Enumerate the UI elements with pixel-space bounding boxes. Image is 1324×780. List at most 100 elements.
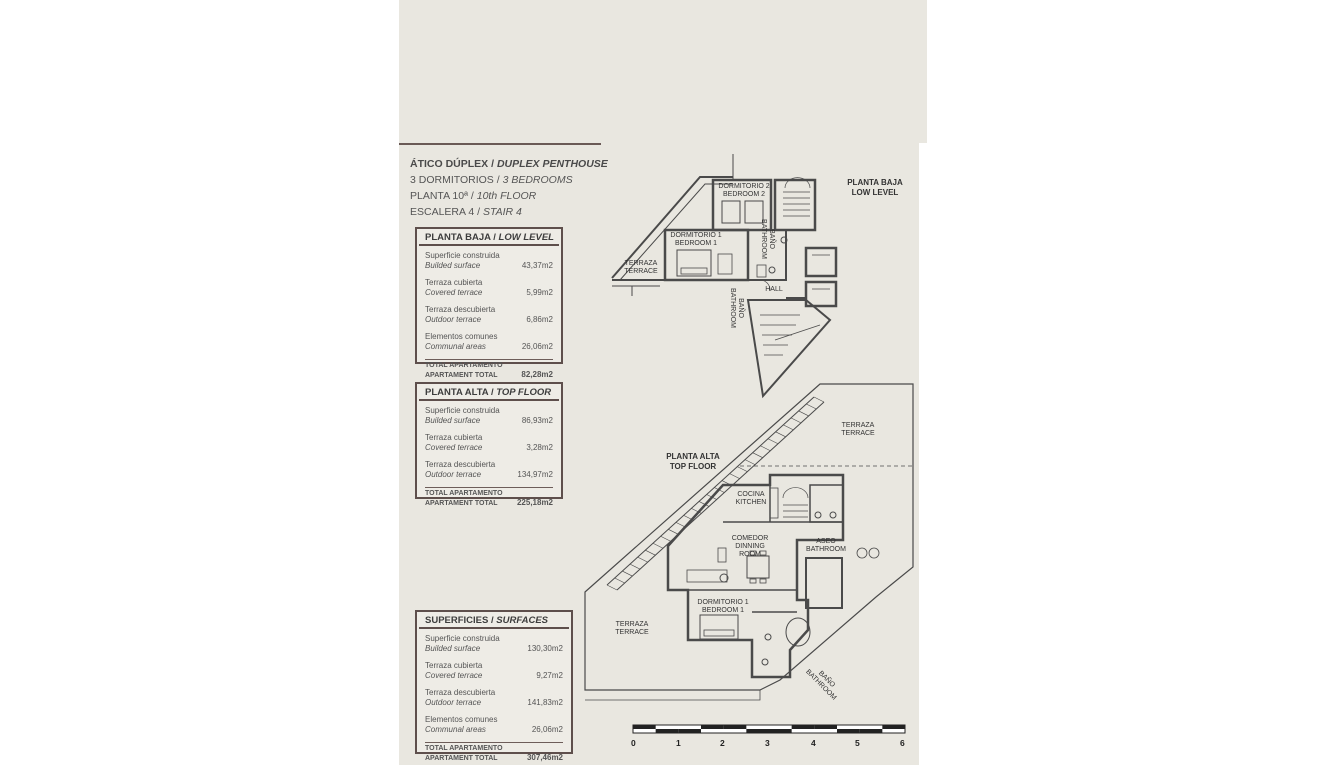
kitchen-en: KITCHEN bbox=[735, 499, 767, 506]
total-label-en: APARTAMENT TOTAL bbox=[425, 372, 498, 379]
top-stair bbox=[782, 487, 809, 518]
low-bedroom-1-label: DORMITORIO 1 BEDROOM 1 bbox=[666, 232, 726, 248]
scale-bar-segment bbox=[769, 729, 792, 733]
header-bedrooms-en: 3 BEDROOMS bbox=[502, 174, 573, 186]
low-level-row-covered: Terraza cubierta Covered terrace 5,99m2 bbox=[425, 278, 553, 300]
row-label-en: Communal areas bbox=[425, 725, 486, 734]
aseo-room bbox=[809, 484, 844, 523]
row-label-en: Communal areas bbox=[425, 342, 486, 351]
row-value: 86,93m2 bbox=[521, 416, 553, 425]
railing-hatch-mark bbox=[767, 438, 779, 445]
surfaces-row-communal: Elementos comunes Communal areas 26,06m2 bbox=[425, 715, 563, 737]
low-hall-label: HALL bbox=[763, 286, 785, 294]
top-floor-table-title: PLANTA ALTA / TOP FLOOR bbox=[419, 386, 559, 401]
railing-diagonal-inner bbox=[616, 401, 825, 591]
dining-room-label: COMEDOR DINNING ROOM bbox=[724, 535, 776, 559]
scale-bar-segment bbox=[633, 725, 656, 729]
low-plan-label-es: PLANTA BAJA bbox=[847, 178, 903, 187]
header-title: ÁTICO DÚPLEX / DUPLEX PENTHOUSE bbox=[410, 156, 608, 172]
railing-hatch-mark bbox=[606, 584, 618, 591]
railing-hatch-mark bbox=[798, 410, 809, 417]
row-label-en: Builded surface bbox=[425, 416, 481, 425]
scale-bar-segment bbox=[791, 725, 815, 729]
low-bathroom-sink bbox=[780, 236, 788, 244]
scale-tick-2: 2 bbox=[720, 738, 725, 748]
row-value: 26,06m2 bbox=[521, 342, 553, 351]
scale-bar-segment bbox=[701, 725, 724, 729]
railing-hatch-mark bbox=[744, 459, 756, 465]
railing-hatch-mark bbox=[645, 549, 656, 556]
low-bedroom-2-label: DORMITORIO 2 BEDROOM 2 bbox=[714, 183, 774, 199]
railing-hatch-mark bbox=[668, 529, 679, 535]
low-bedroom-1-en: BEDROOM 1 bbox=[674, 240, 717, 247]
low-bathroom-walls bbox=[747, 229, 787, 281]
scale-tick-0: 0 bbox=[631, 738, 636, 748]
terrace-table-b bbox=[868, 547, 880, 559]
row-label-en: Builded surface bbox=[425, 261, 481, 270]
low-level-surface-table: PLANTA BAJA / LOW LEVEL Superficie const… bbox=[415, 227, 563, 379]
surfaces-title-es: SUPERFICIES / bbox=[425, 615, 497, 626]
terrace-table-a bbox=[856, 547, 868, 559]
surfaces-table: SUPERFICIES / SURFACES Superficie constr… bbox=[415, 610, 573, 762]
row-label-es: Elementos comunes bbox=[425, 332, 498, 341]
row-value: 130,30m2 bbox=[527, 644, 563, 653]
row-label-es: Terraza descubierta bbox=[425, 460, 496, 469]
railing-diagonal-outer bbox=[606, 396, 815, 586]
lower-terrace-es: TERRAZA bbox=[615, 621, 649, 628]
top-floor-row-total: TOTAL APARTAMENTO APARTAMENT TOTAL 225,1… bbox=[425, 487, 553, 511]
row-value: 134,97m2 bbox=[517, 470, 553, 479]
railing-hatch-mark bbox=[660, 535, 671, 542]
low-stair-treads bbox=[783, 177, 811, 217]
row-label-en: Covered terrace bbox=[425, 443, 483, 452]
row-value: 43,37m2 bbox=[521, 261, 553, 270]
lift-shaft-2 bbox=[804, 280, 838, 308]
railing-hatch-mark bbox=[783, 424, 794, 431]
lower-stair-wedge bbox=[746, 299, 832, 399]
low-terrace-es: TERRAZA bbox=[624, 260, 658, 267]
surfaces-title-en: SURFACES bbox=[496, 615, 548, 626]
scale-bar-segment bbox=[814, 725, 837, 729]
top-bath-sink bbox=[764, 633, 772, 641]
low-level-row-total: TOTAL APARTAMENTO APARTAMENT TOTAL 82,28… bbox=[425, 359, 553, 383]
living-cabinet bbox=[717, 547, 727, 563]
aseo-en: BATHROOM bbox=[806, 546, 846, 553]
top-floor-row-covered: Terraza cubierta Covered terrace 3,28m2 bbox=[425, 433, 553, 455]
header-stair: ESCALERA 4 / STAIR 4 bbox=[410, 204, 608, 220]
scale-tick-6: 6 bbox=[900, 738, 905, 748]
top-floor-title-es: PLANTA ALTA / bbox=[425, 387, 497, 398]
top-bedroom-en: BEDROOM 1 bbox=[701, 607, 744, 614]
low-bathroom-toilet bbox=[768, 266, 776, 274]
top-terrace-en: TERRACE bbox=[841, 430, 875, 437]
scale-bar-segment bbox=[746, 729, 769, 733]
scale-bar-segment bbox=[655, 729, 679, 733]
railing-hatch-mark bbox=[622, 570, 633, 577]
railing-hatch-mark bbox=[637, 556, 648, 563]
top-terrace-es: TERRAZA bbox=[841, 422, 875, 429]
railing-hatch-mark bbox=[614, 577, 625, 584]
top-bath-toilet bbox=[761, 658, 769, 666]
row-label-es: Terraza descubierta bbox=[425, 305, 496, 314]
scale-bar-segment bbox=[859, 729, 883, 733]
scale-bar-segments bbox=[633, 725, 905, 733]
low-level-plan bbox=[611, 154, 838, 399]
low-level-title-en: LOW LEVEL bbox=[498, 232, 554, 243]
low-terrace-outline bbox=[611, 176, 733, 279]
row-label-es: Superficie construida bbox=[425, 251, 500, 260]
total-value: 82,28m2 bbox=[521, 370, 553, 379]
low-plan-label-en: LOW LEVEL bbox=[851, 188, 899, 197]
dining-es: COMEDOR bbox=[731, 535, 769, 542]
low-bathroom-2-label: BAÑO BATHROOM bbox=[759, 215, 775, 263]
total-label-en: APARTAMENT TOTAL bbox=[425, 755, 498, 762]
low-bathroom-label: BAÑO BATHROOM bbox=[728, 284, 744, 332]
top-floor-plan-label: PLANTA ALTA TOP FLOOR bbox=[655, 452, 731, 472]
header-stair-es: ESCALERA 4 / bbox=[410, 206, 483, 218]
scale-tick-1: 1 bbox=[676, 738, 681, 748]
scale-bar bbox=[632, 724, 906, 734]
low-bathroom-2-en: BATHROOM bbox=[760, 219, 767, 259]
railing-hatch-mark bbox=[775, 431, 786, 438]
top-plan-label-es: PLANTA ALTA bbox=[666, 452, 720, 461]
lift-shaft-1 bbox=[804, 246, 838, 278]
terrace-dashed-boundary bbox=[740, 465, 914, 560]
top-bedroom-bed bbox=[699, 614, 739, 640]
